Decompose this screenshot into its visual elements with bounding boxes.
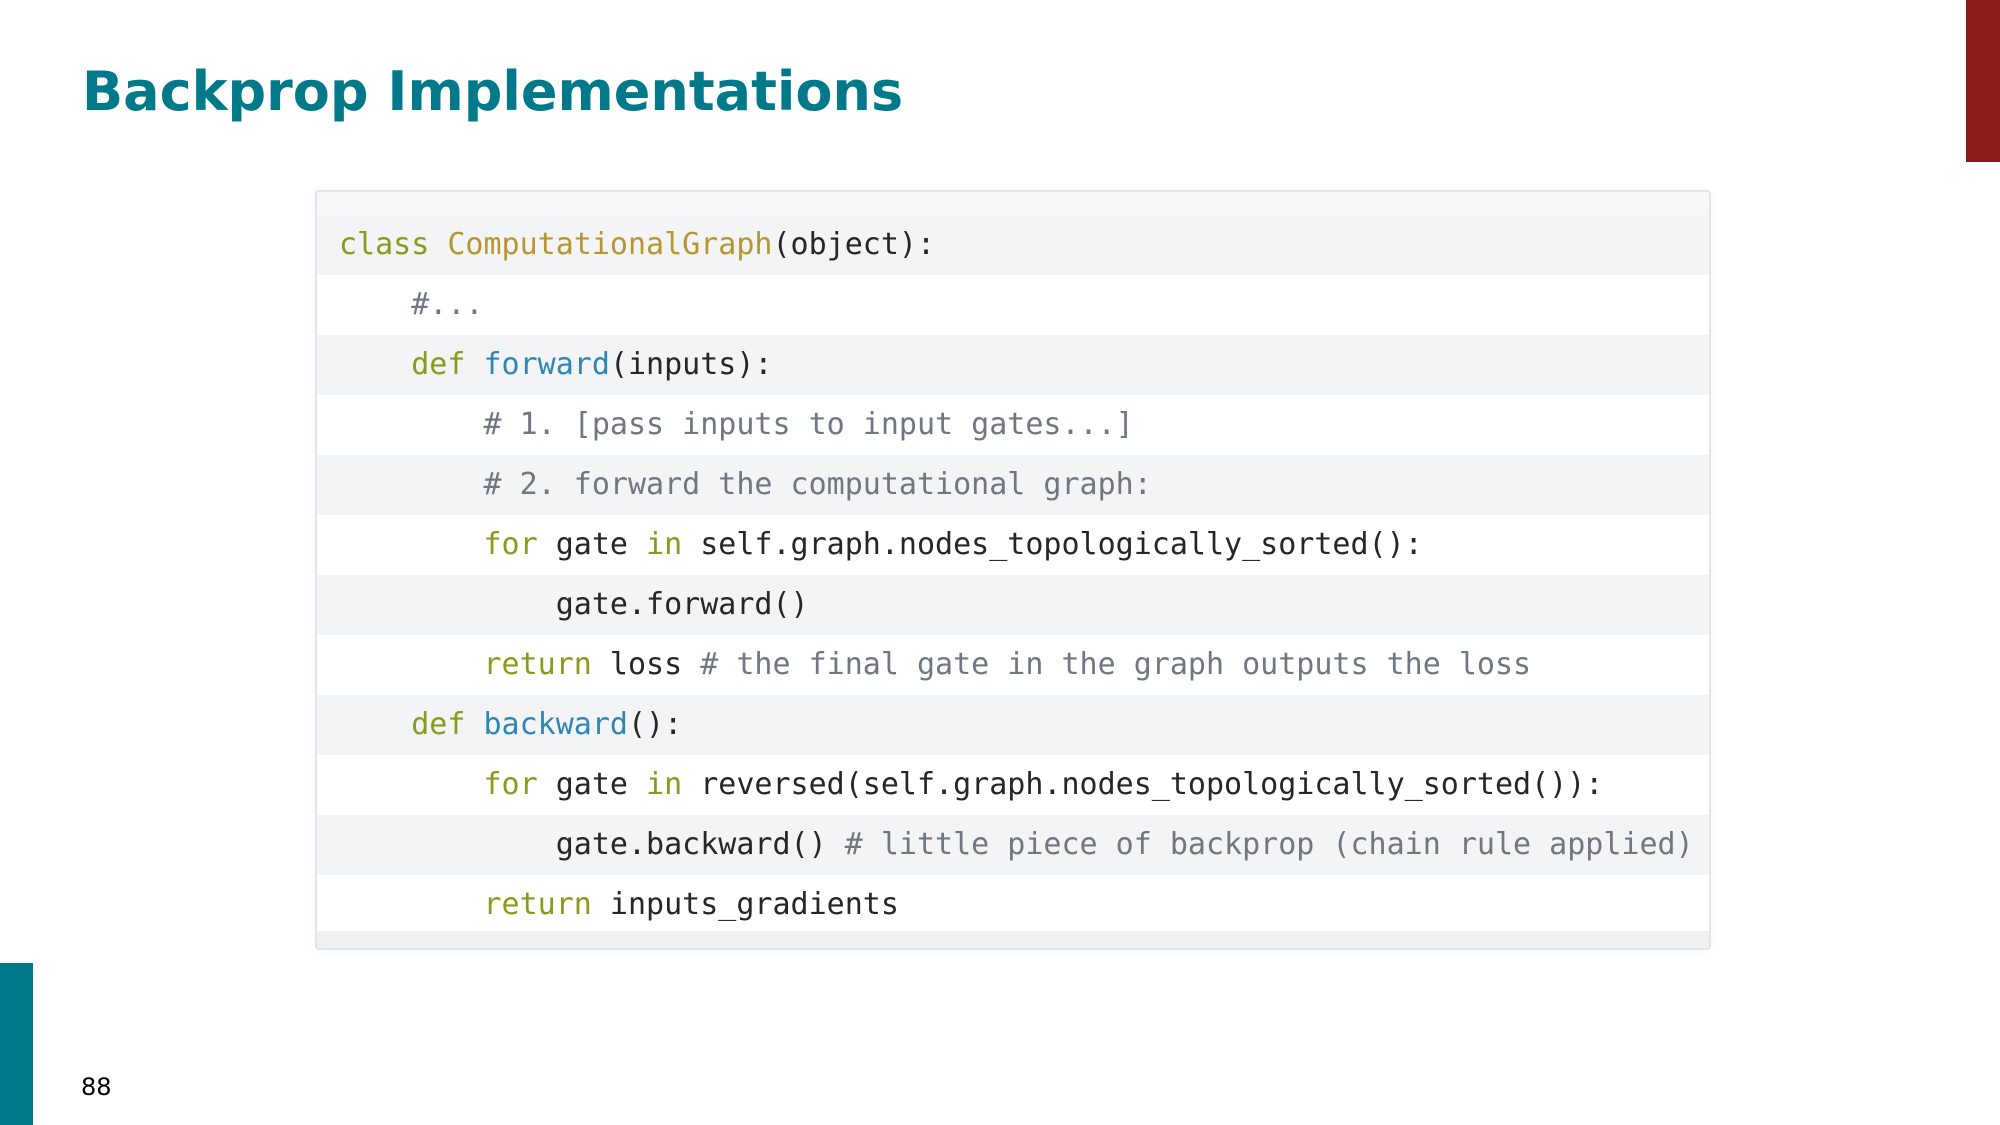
code-token: backward	[483, 707, 629, 742]
code-token: class	[339, 227, 448, 262]
code-token: # 1. [pass inputs to input gates...]	[339, 407, 1134, 442]
code-line: gate.forward()	[317, 575, 1709, 635]
slide-title: Backprop Implementations	[82, 60, 904, 123]
accent-bar-top-right	[1966, 0, 2000, 162]
code-line: for gate in reversed(self.graph.nodes_to…	[317, 755, 1709, 815]
code-line: # 1. [pass inputs to input gates...]	[317, 395, 1709, 455]
code-token: def	[411, 707, 484, 742]
code-token	[339, 527, 484, 562]
code-token: ComputationalGraph	[447, 227, 773, 262]
code-line: return loss # the final gate in the grap…	[317, 635, 1709, 695]
code-line: # 2. forward the computational graph:	[317, 455, 1709, 515]
code-token: ():	[628, 707, 683, 742]
accent-bar-bottom-left	[0, 963, 33, 1125]
code-line: class ComputationalGraph(object):	[317, 215, 1709, 275]
code-token: (inputs):	[609, 347, 773, 382]
page-number: 88	[81, 1073, 112, 1101]
code-token: return	[483, 647, 592, 682]
code-token: # little piece of backprop (chain rule a…	[844, 827, 1694, 862]
code-line: gate.backward() # little piece of backpr…	[317, 815, 1709, 875]
code-lines: class ComputationalGraph(object): #... d…	[317, 215, 1709, 935]
code-token: # 2. forward the computational graph:	[339, 467, 1152, 502]
code-token: gate.forward()	[339, 587, 809, 622]
code-token: def	[411, 347, 484, 382]
code-token	[339, 767, 484, 802]
code-line: return inputs_gradients	[317, 875, 1709, 935]
code-token: gate	[537, 527, 647, 562]
code-line: def forward(inputs):	[317, 335, 1709, 395]
code-line: #...	[317, 275, 1709, 335]
code-token: gate.backward()	[339, 827, 845, 862]
code-token	[339, 887, 484, 922]
code-line: def backward():	[317, 695, 1709, 755]
code-block: class ComputationalGraph(object): #... d…	[315, 190, 1711, 950]
code-token: return	[483, 887, 592, 922]
code-token: # the final gate in the graph outputs th…	[700, 647, 1532, 682]
code-token: #...	[339, 287, 484, 322]
code-token: forward	[483, 347, 610, 382]
code-token: for	[483, 767, 538, 802]
code-block-footer	[317, 931, 1709, 948]
code-token: for	[483, 527, 538, 562]
code-token	[339, 347, 411, 382]
code-token: self.graph.nodes_topologically_sorted():	[682, 527, 1423, 562]
code-token: reversed(self.graph.nodes_topologically_…	[682, 767, 1604, 802]
code-token: inputs_gradients	[591, 887, 899, 922]
code-token: in	[646, 767, 683, 802]
code-token: in	[646, 527, 683, 562]
code-line: for gate in self.graph.nodes_topological…	[317, 515, 1709, 575]
code-token: (object):	[772, 227, 936, 262]
code-token: gate	[537, 767, 647, 802]
code-token: loss	[591, 647, 701, 682]
code-token	[339, 707, 411, 742]
code-token	[339, 647, 484, 682]
